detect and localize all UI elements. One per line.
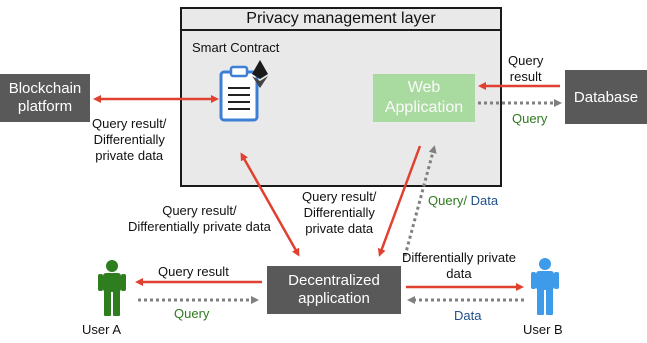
label-web-dapp: Query result/ Differentially private dat… [302, 189, 376, 237]
label-db-query-result: Query result [508, 53, 543, 85]
label-sc-dapp-line1: Query result/ [162, 203, 237, 218]
label-slash: / [463, 193, 471, 208]
label-web-dapp-line3: private data [305, 221, 374, 236]
label-user-b-dp-line1: Differentially private [402, 250, 516, 265]
label-query-part: Query [428, 193, 464, 208]
label-db-query-result-line1: Query [508, 53, 544, 68]
user-a-person-icon [98, 260, 126, 316]
label-db-query: Query [512, 111, 548, 126]
label-user-a-query-result: Query result [158, 264, 229, 279]
blockchain-platform-box: Blockchain platform [0, 74, 90, 122]
label-user-b-dp-line2: data [446, 266, 472, 281]
label-bc-sc-line2: Differentially [93, 132, 165, 147]
label-sc-dapp-line2: Differentially private data [128, 219, 271, 234]
label-bc-sc-line1: Query result/ [92, 116, 167, 131]
label-sc-dapp: Query result/ Differentially private dat… [128, 203, 271, 235]
label-web-dapp-line1: Query result/ [302, 189, 377, 204]
user-b-label: User B [523, 322, 563, 337]
label-web-dapp-line2: Differentially [303, 205, 375, 220]
web-application-label: Web Application [384, 79, 464, 116]
blockchain-label-line1: Blockchain [8, 80, 82, 97]
database-box: Database [565, 70, 647, 124]
label-query-data: Query/ Data [428, 193, 498, 209]
clipboard-icon [219, 65, 259, 122]
label-bc-sc-line3: private data [95, 148, 164, 163]
arrow-dapp-to-webapp-dotted [403, 145, 437, 257]
label-user-a-query: Query [174, 306, 210, 321]
label-db-query-result-line2: result [509, 69, 542, 84]
web-application-box: Web Application [373, 74, 475, 122]
label-user-b-data: Data [454, 308, 482, 323]
user-b-person-icon [531, 258, 559, 315]
label-bc-sc: Query result/ Differentially private dat… [92, 116, 166, 164]
arrow-smart-contract-dapp [240, 152, 300, 257]
label-user-b-dp: Differentially private data [402, 250, 516, 282]
ethereum-icon [252, 60, 268, 88]
user-a-label: User A [82, 322, 122, 337]
database-label: Database [573, 88, 639, 106]
dapp-label-line2: application [298, 290, 370, 307]
arrow-webapp-to-dapp [377, 145, 422, 257]
dapp-box: Decentralized application [267, 266, 401, 314]
blockchain-label-line2: platform [17, 98, 73, 115]
smart-contract-label: Smart Contract [192, 40, 280, 55]
layer-title: Privacy management layer [182, 9, 500, 31]
dapp-label-line1: Decentralized [288, 272, 380, 289]
label-data-part: Data [470, 193, 499, 208]
